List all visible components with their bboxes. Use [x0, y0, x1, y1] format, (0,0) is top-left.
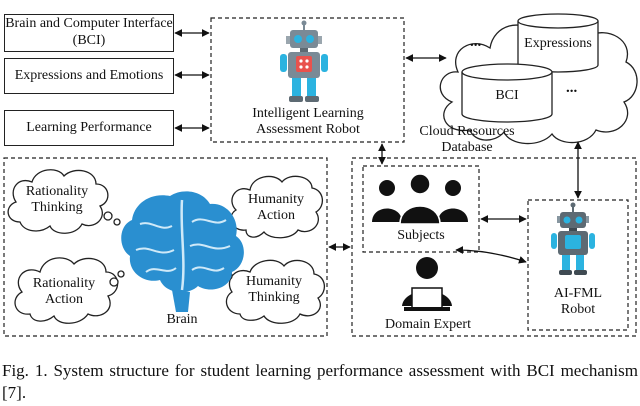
right-panel-border: [351, 157, 637, 337]
thought-humanity-thinking: Humanity Thinking: [232, 274, 316, 306]
db-cylinder-expressions: [517, 13, 599, 73]
robot-label-line1: Intelligent Learning: [252, 106, 364, 121]
domain-expert-label: Domain Expert: [385, 317, 471, 332]
diagram-canvas: [3, 13, 638, 337]
thought-cloud-rationality-thinking: [7, 169, 121, 234]
cloud-ellipsis-top: ...: [470, 34, 482, 50]
aifml-label-line2: Robot: [560, 302, 596, 318]
brain-icon: [121, 191, 244, 312]
thought-text-line2: Thinking: [248, 290, 300, 306]
db-cylinder-bci: [461, 63, 553, 123]
figure-caption: Fig. 1. System structure for student lea…: [2, 361, 638, 402]
thought-text-line1: Humanity: [246, 274, 302, 289]
input-box-learning-performance: Learning Performance: [4, 110, 174, 146]
subjects-people-icon: [372, 173, 468, 225]
input-label-expressions: Expressions and Emotions: [14, 67, 164, 83]
thought-text-line1: Rationality: [32, 276, 96, 291]
subjects-box-border: [362, 165, 480, 253]
thought-humanity-action: Humanity Action: [236, 192, 316, 224]
thought-rationality-action: Rationality Action: [22, 276, 106, 308]
subjects-label: Subjects: [397, 228, 445, 243]
aifml-box-border: [527, 199, 629, 331]
input-label-performance: Learning Performance: [26, 119, 152, 135]
domain-expert-icon: [402, 257, 452, 311]
thought-cloud-rationality-action: [14, 257, 125, 324]
thought-rationality-thinking: Rationality Thinking: [16, 184, 98, 216]
input-label-bci: Brain and Computer Interface (BCI): [5, 16, 173, 48]
db-label-expressions: Expressions: [524, 36, 592, 51]
thought-text-line1: Rationality: [25, 184, 89, 199]
thought-text-line1: Humanity: [248, 192, 304, 207]
brain-label: Brain: [166, 312, 198, 327]
aifml-label: AI-FML Robot: [528, 286, 628, 318]
assessment-robot-icon: [280, 20, 328, 102]
system-diagram: Brain and Computer Interface (BCI) Expre…: [3, 13, 638, 337]
cloud-ellipsis-right: ...: [566, 80, 578, 96]
robot-panel-border: [210, 17, 405, 143]
cloud-label-line1: Cloud Resources: [419, 124, 515, 139]
thought-text-line2: Action: [256, 208, 296, 224]
thought-text-line2: Thinking: [31, 200, 83, 216]
input-box-expressions: Expressions and Emotions: [4, 58, 174, 94]
thought-text-line2: Action: [44, 292, 84, 308]
aifml-label-line1: AI-FML: [553, 286, 603, 301]
db-label-bci: BCI: [495, 88, 519, 103]
robot-label: Intelligent Learning Assessment Robot: [214, 106, 402, 138]
input-box-bci: Brain and Computer Interface (BCI): [4, 14, 174, 52]
robot-label-line2: Assessment Robot: [256, 122, 360, 138]
cloud-resources-label: Cloud Resources Database: [404, 124, 530, 156]
brain-panel-border: [3, 157, 328, 337]
aifml-robot-icon: [551, 202, 595, 275]
arrow-expert-aifml: [455, 246, 527, 264]
cloud-label-line2: Database: [441, 140, 493, 156]
